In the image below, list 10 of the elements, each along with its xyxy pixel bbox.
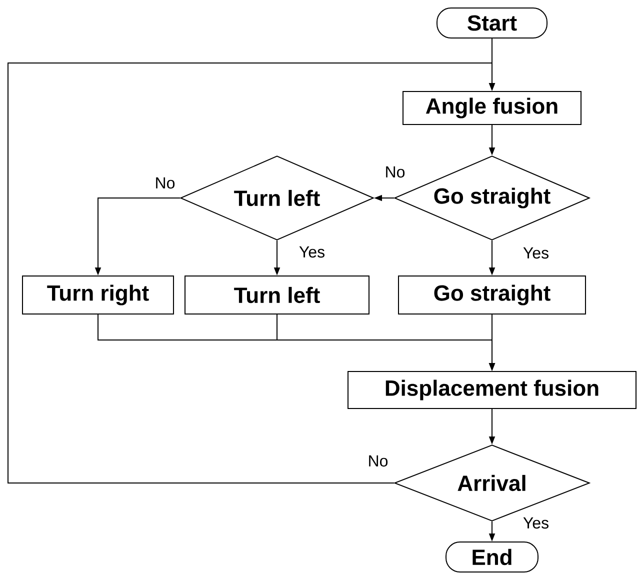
edge-label: Yes [298,245,326,259]
edge-label: Yes [522,246,550,260]
process-box: Turn right [22,276,174,314]
process-box: Displacement fusion [348,371,636,409]
edge-label: No [366,454,390,468]
process-box: Angle fusion [402,91,582,125]
arrow [8,62,496,484]
process-box: Turn left [184,276,370,314]
process-box: Go straight [398,276,586,314]
edge-label: No [154,176,176,190]
